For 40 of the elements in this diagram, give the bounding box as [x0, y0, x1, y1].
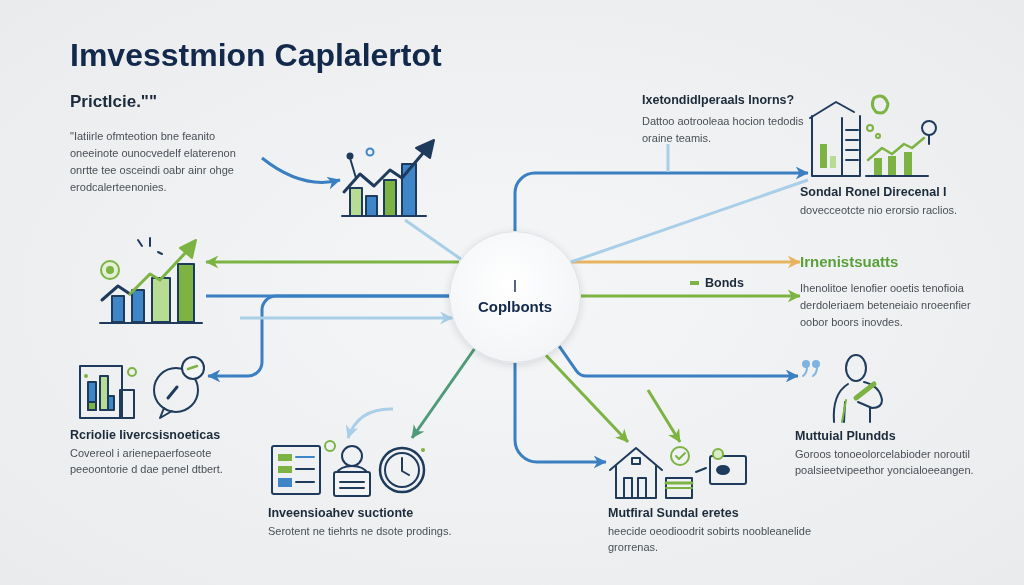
document-and-chart-icon: [808, 92, 938, 180]
hub-label: I: [512, 277, 518, 297]
bar-chart-icon: [340, 138, 438, 220]
document-person-clock-icon: [268, 438, 428, 498]
caption-heading: Rcriolie Iivercsisnoeticas: [70, 427, 222, 443]
arrow: [240, 311, 454, 325]
description-text: Dattoo aotrooleaa hocion tedodis oraine teamis.: [642, 114, 804, 146]
caption-heading: Inveensioahev suctionte: [268, 505, 415, 521]
arrow: [261, 156, 341, 189]
arrow: [570, 255, 801, 269]
arrow: [581, 289, 801, 303]
arrow: [513, 166, 809, 231]
section-heading: Ixetondidlperaals Inorns?: [642, 92, 796, 108]
arrow: [205, 255, 460, 269]
arrow: [207, 294, 449, 383]
hub-label: Coplbonts: [477, 297, 553, 317]
caption-text: Serotent ne tiehrts ne dsote prodings.: [268, 524, 453, 539]
description-text: "Iatiirle ofmteotion bne feanito oneeinote ounocvedelf elaterenon onrtte tee osceindi oabr ainr ohge erodcalerteenonies.: [70, 128, 262, 196]
subtitle: Prictlcie."": [70, 92, 157, 112]
caption-text: dovecceotcte nio erorsio raclios.: [800, 203, 959, 218]
arrow: [513, 363, 607, 469]
legend-label: Bonds: [705, 276, 744, 290]
arrow: [544, 354, 630, 444]
caption-text: Goroos tonoeolorcelabioder noroutil poalsieetvipeethor yoncialoeeangen.: [795, 447, 975, 478]
caption-text: Covereol i arienepaerfoseote peeoontorie d dae penel dtbert.: [70, 446, 224, 477]
caption-text: heecide oeodioodrit sobirts noobleanelide grorrenas.: [608, 524, 813, 555]
arrow: [410, 348, 476, 439]
description-text: Ihenolitoe lenofier ooetis tenofioia derdoleriaem beteneiaio nroeenfier oobor boors inovdes.: [800, 280, 975, 331]
arrow: [557, 345, 799, 383]
caption-heading: Muttuial Plundds: [795, 428, 897, 444]
caption-heading: Mutfiral Sundal eretes: [608, 505, 740, 521]
hub-circle: [449, 231, 581, 363]
connector-line: [666, 144, 670, 172]
caption-heading: Sondal Ronel Direcenal I: [800, 184, 948, 200]
section-heading: Irnenistsuatts: [800, 253, 950, 271]
arrow: [346, 407, 393, 439]
arrow: [646, 389, 682, 443]
diagram-title: Imvesstmion Caplalertot: [70, 37, 442, 74]
connector-line: [404, 218, 462, 261]
connector-line: [570, 178, 809, 264]
